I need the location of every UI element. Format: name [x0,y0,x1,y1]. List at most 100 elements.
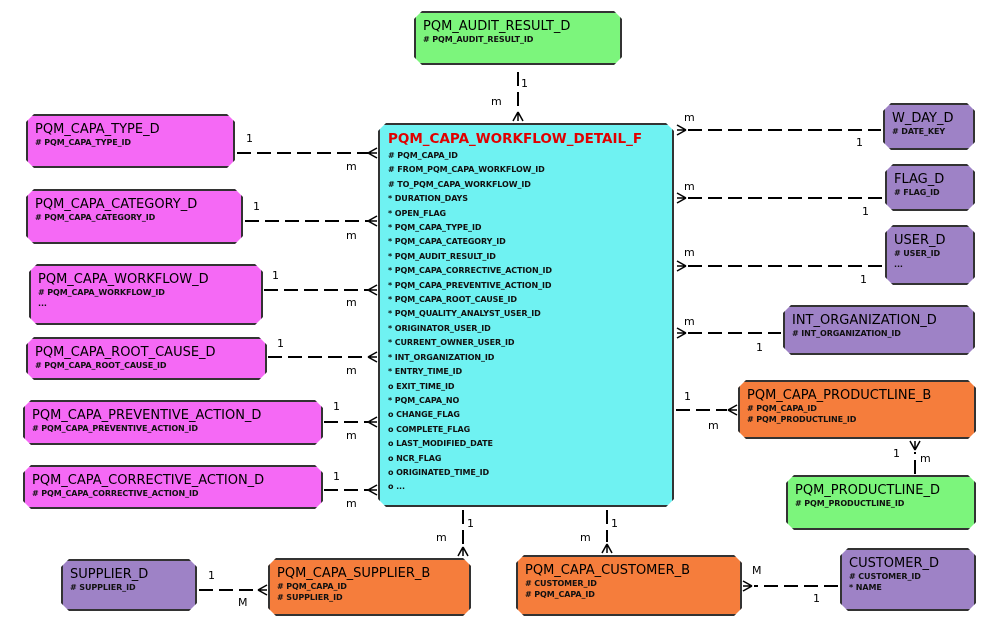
entity-title: PQM_CAPA_WORKFLOW_D [38,272,209,287]
fact-attribute: o CHANGE_FLAG [388,410,460,420]
fact-attribute: * PQM_QUALITY_ANALYST_USER_ID [388,309,541,319]
cardinality-many-label: m [684,315,695,328]
crows-foot-marker [367,351,378,363]
entity-title: INT_ORGANIZATION_D [792,313,937,328]
entity-title: PQM_AUDIT_RESULT_D [423,19,571,34]
entity-attribute: # CUSTOMER_ID [525,579,597,588]
crows-foot-marker [367,147,378,159]
entity-pqm-audit-result-d[interactable]: PQM_AUDIT_RESULT_D # PQM_AUDIT_RESULT_ID [414,11,622,65]
entity-pqm-productline-d[interactable]: PQM_PRODUCTLINE_D # PQM_PRODUCTLINE_ID [786,475,976,530]
entity-pqm-capa-workflow-d[interactable]: PQM_CAPA_WORKFLOW_D # PQM_CAPA_WORKFLOW_… [29,264,263,325]
fact-attribute: o NCR_FLAG [388,453,442,463]
crows-foot-marker [676,327,687,339]
entity-title: USER_D [894,233,946,248]
entity-user-d[interactable]: USER_D # USER_ID ... [885,225,975,285]
entity-supplier-d[interactable]: SUPPLIER_D # SUPPLIER_ID [61,559,197,611]
entity-attribute: # PQM_CAPA_ID [277,582,347,591]
entity-attribute: # CUSTOMER_ID [849,572,921,581]
fact-attribute: * PQM_CAPA_ROOT_CAUSE_ID [388,295,517,305]
fact-attribute: * PQM_CAPA_PREVENTIVE_ACTION_ID [388,280,552,290]
cardinality-one-label: 1 [756,341,763,354]
crows-foot-marker [601,543,613,554]
cardinality-many-label: m [708,419,719,432]
fact-attribute: * OPEN_FLAG [388,208,447,218]
cardinality-one-label: 1 [467,517,474,530]
cardinality-many-label: m [346,229,357,242]
cardinality-one-label: 1 [611,517,618,530]
crows-foot-marker [676,192,687,204]
entity-pqm-capa-productline-b[interactable]: PQM_CAPA_PRODUCTLINE_B # PQM_CAPA_ID # P… [738,380,976,439]
crows-foot-marker [367,284,378,296]
entity-title: CUSTOMER_D [849,556,939,571]
fact-attribute: * ORIGINATOR_USER_ID [388,323,491,333]
crows-foot-marker [676,260,687,272]
crows-foot-marker [367,215,378,227]
fact-attribute: # PQM_CAPA_ID [388,151,458,160]
entity-attribute: # PQM_CAPA_ID [747,404,817,413]
entity-attribute: * NAME [849,583,882,592]
entity-customer-d[interactable]: CUSTOMER_D # CUSTOMER_ID * NAME [840,548,976,611]
entity-attribute: # PQM_PRODUCTLINE_ID [795,499,905,508]
entity-title: PQM_CAPA_WORKFLOW_DETAIL_F [388,131,643,147]
entity-title: PQM_CAPA_CUSTOMER_B [525,563,691,578]
cardinality-one-label: 1 [253,200,260,213]
cardinality-many-label: m [684,111,695,124]
crows-foot-marker [367,484,378,496]
entity-title: PQM_PRODUCTLINE_D [795,483,940,498]
cardinality-many-label: m [346,364,357,377]
entity-attribute: ... [894,260,903,269]
cardinality-many-label: m [436,531,447,544]
entity-attribute: # USER_ID [894,249,941,258]
entity-title: W_DAY_D [892,111,954,126]
fact-attribute: # FROM_PQM_CAPA_WORKFLOW_ID [388,165,545,175]
entity-flag-d[interactable]: FLAG_D # FLAG_ID [885,164,975,211]
entity-pqm-capa-corrective-action-d[interactable]: PQM_CAPA_CORRECTIVE_ACTION_D # PQM_CAPA_… [23,465,323,509]
cardinality-many-label: m [920,452,931,465]
cardinality-many-label: m [684,246,695,259]
entity-attribute: # PQM_CAPA_PREVENTIVE_ACTION_ID [32,424,198,433]
crows-foot-marker [909,440,921,451]
crows-foot-marker [257,584,268,596]
entity-w-day-d[interactable]: W_DAY_D # DATE_KEY [883,103,975,150]
entity-pqm-capa-category-d[interactable]: PQM_CAPA_CATEGORY_D # PQM_CAPA_CATEGORY_… [26,189,243,244]
cardinality-one-label: 1 [333,400,340,413]
entity-pqm-capa-supplier-b[interactable]: PQM_CAPA_SUPPLIER_B # PQM_CAPA_ID # SUPP… [268,558,471,616]
entity-attribute: # SUPPLIER_ID [70,583,136,592]
entity-attribute: # PQM_PRODUCTLINE_ID [747,415,857,424]
crows-foot-marker [512,111,524,122]
cardinality-one-label: 1 [272,269,279,282]
fact-attribute: * PQM_CAPA_CATEGORY_ID [388,237,506,247]
cardinality-one-label: 1 [521,77,528,90]
fact-attribute: * INT_ORGANIZATION_ID [388,352,495,362]
fact-attribute: * PQM_CAPA_NO [388,395,460,405]
entity-pqm-capa-preventive-action-d[interactable]: PQM_CAPA_PREVENTIVE_ACTION_D # PQM_CAPA_… [23,400,323,445]
crows-foot-marker [367,416,378,428]
entity-pqm-capa-root-cause-d[interactable]: PQM_CAPA_ROOT_CAUSE_D # PQM_CAPA_ROOT_CA… [26,337,267,380]
fact-attribute: * PQM_CAPA_CORRECTIVE_ACTION_ID [388,266,552,276]
entity-attribute: # SUPPLIER_ID [277,593,343,602]
fact-attribute: * PQM_CAPA_TYPE_ID [388,223,482,233]
entity-title: PQM_CAPA_SUPPLIER_B [277,566,431,581]
entity-title: PQM_CAPA_TYPE_D [35,122,160,137]
entity-pqm-capa-workflow-detail-f[interactable]: PQM_CAPA_WORKFLOW_DETAIL_F # PQM_CAPA_ID… [378,123,674,507]
cardinality-one-label: 1 [862,205,869,218]
fact-attribute: * DURATION_DAYS [388,194,468,204]
entity-attribute: # FLAG_ID [894,188,940,197]
entity-int-organization-d[interactable]: INT_ORGANIZATION_D # INT_ORGANIZATION_ID [783,305,975,355]
cardinality-one-label: 1 [684,390,691,403]
cardinality-many-label: m [346,497,357,510]
entity-title: PQM_CAPA_PREVENTIVE_ACTION_D [32,408,262,423]
fact-attribute: o ... [388,482,405,492]
fact-attribute: o LAST_MODIFIED_DATE [388,439,493,449]
entity-pqm-capa-customer-b[interactable]: PQM_CAPA_CUSTOMER_B # CUSTOMER_ID # PQM_… [516,555,742,616]
entity-attribute: ... [38,299,47,308]
fact-attribute: o COMPLETE_FLAG [388,424,471,434]
attribute-list: # PQM_CAPA_ID # FROM_PQM_CAPA_WORKFLOW_ID… [388,149,664,495]
cardinality-one-label: 1 [893,447,900,460]
entity-pqm-capa-type-d[interactable]: PQM_CAPA_TYPE_D # PQM_CAPA_TYPE_ID [26,114,235,168]
entity-attribute: # PQM_CAPA_ID [525,590,595,599]
entity-attribute: # PQM_CAPA_CATEGORY_ID [35,213,156,222]
cardinality-many-label: m [346,296,357,309]
crows-foot-marker [742,580,753,592]
